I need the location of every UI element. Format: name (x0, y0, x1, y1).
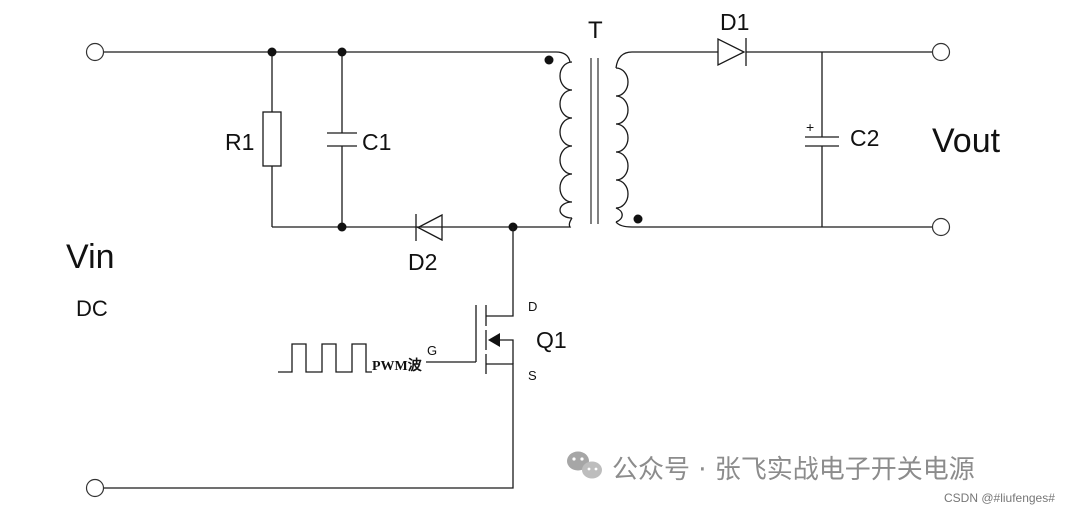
pwm-waveform (278, 343, 372, 373)
snubber-bottom-rail (272, 217, 573, 228)
vout-label: Vout (932, 122, 1001, 160)
transformer-label: T (588, 17, 603, 44)
c2-label: C2 (850, 125, 879, 151)
gate-label: G (427, 343, 437, 358)
csdn-credit: CSDN @#liufenges# (944, 491, 1055, 505)
junction-dot (337, 222, 347, 232)
junction-dot (267, 47, 277, 57)
r1-label: R1 (225, 129, 254, 155)
vin-negative-terminal (85, 478, 105, 498)
junction-dot (337, 47, 347, 57)
drain-label: D (528, 299, 537, 314)
q1-label: Q1 (536, 327, 567, 353)
vin-label: Vin (66, 238, 115, 276)
c2-polarity-label: + (806, 119, 814, 135)
diode-d1 (717, 37, 747, 67)
watermark-text: 公众号 · 张飞实战电子开关电源 (612, 455, 975, 485)
vout-negative-terminal (931, 217, 951, 237)
d1-label: D1 (720, 9, 749, 35)
wechat-icon (567, 451, 602, 479)
input-top-rail (104, 51, 571, 63)
vin-positive-terminal (85, 42, 105, 62)
vout-positive-terminal (931, 42, 951, 62)
mosfet-q1 (104, 227, 514, 489)
output-bottom-rail (615, 221, 932, 228)
diode-d2 (415, 213, 443, 242)
c1-label: C1 (362, 129, 391, 155)
transformer-t (544, 55, 643, 224)
source-label: S (528, 368, 537, 383)
resistor-r1 (262, 111, 282, 167)
dc-label: DC (76, 296, 108, 321)
pwm-label: PWM波 (372, 357, 423, 374)
output-top-rail (615, 51, 932, 69)
d2-label: D2 (408, 249, 437, 275)
